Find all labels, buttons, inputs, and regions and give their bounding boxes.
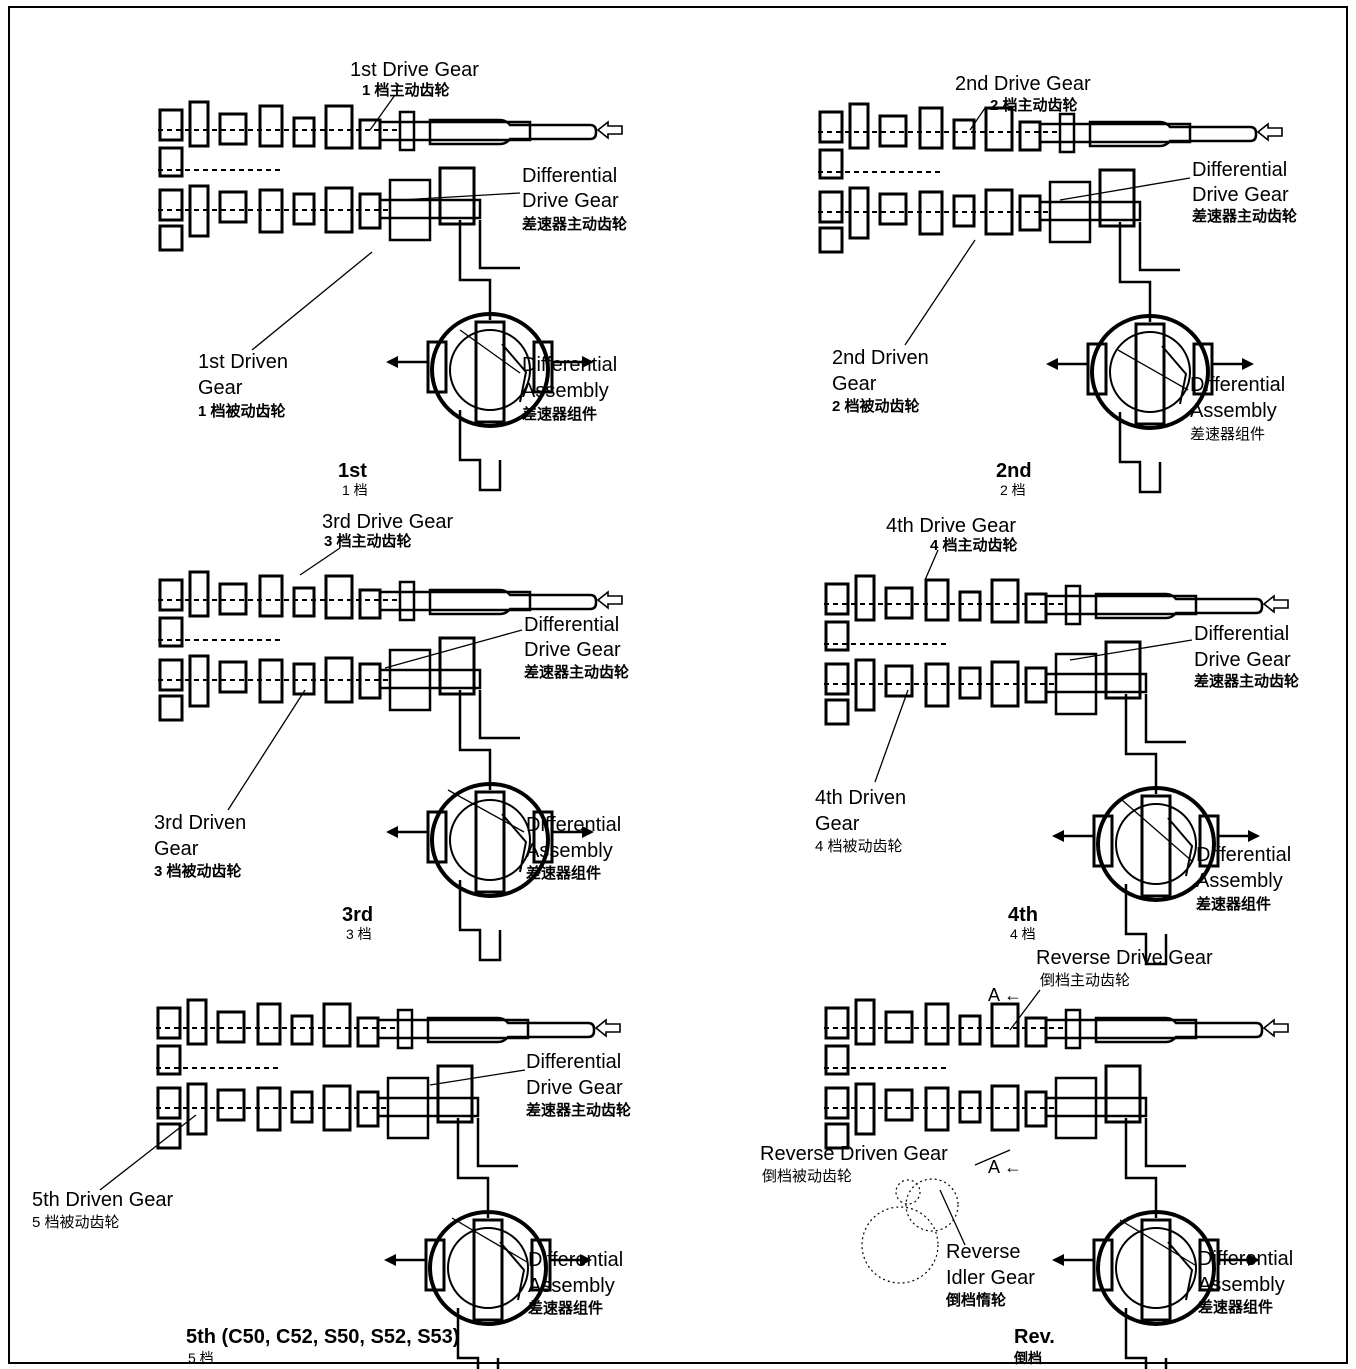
caption-3rd-cn: 3 档 [346,926,372,942]
caption-2nd: 2nd [996,460,1032,482]
caption-4th-cn: 4 档 [1010,926,1036,942]
label-5th-driven-gear-cn: 5 档被动齿轮 [32,1214,120,1231]
label-1st-driven-1: 1st Driven [198,351,289,373]
label-4th-driven-2: Gear [815,813,860,835]
label-1st-drive-gear: 1st Drive Gear [350,59,479,81]
label-reverse-driven-gear-cn: 倒档被动齿轮 [762,1168,853,1185]
label-rev-assy-1: Differential [1198,1248,1294,1270]
label-rev-assy-cn: 差速器组件 [1198,1299,1274,1316]
label-3rd-diff-drive-1: Differential [524,614,620,636]
label-1st-diff-drive-1: Differential [522,165,618,187]
label-3rd-driven-1: 3rd Driven [154,812,247,834]
label-4th-drive-gear: 4th Drive Gear [886,515,1017,537]
label-4th-diff-drive-cn: 差速器主动齿轮 [1194,673,1300,690]
section-mark-a-bottom: A ← [988,1157,1023,1177]
caption-1st: 1st [338,460,367,482]
label-5th-diff-drive-2: Drive Gear [526,1077,623,1099]
label-4th-diff-drive-2: Drive Gear [1194,649,1291,671]
label-1st-driven-cn: 1 档被动齿轮 [198,403,286,420]
label-1st-assy-cn: 差速器组件 [522,406,598,423]
caption-3rd: 3rd [342,904,374,926]
caption-1st-cn: 1 档 [342,482,368,498]
label-3rd-assy-2: Assembly [526,840,613,862]
label-3rd-drive-gear: 3rd Drive Gear [322,511,454,533]
caption-rev: Rev. [1014,1326,1055,1348]
label-4th-assy-2: Assembly [1196,870,1283,892]
label-4th-assy-1: Differential [1196,844,1292,866]
label-3rd-driven-2: Gear [154,838,199,860]
label-reverse-idler-1: Reverse [946,1241,1021,1263]
label-2nd-driven-cn: 2 档被动齿轮 [832,398,920,415]
label-2nd-assy-1: Differential [1190,374,1286,396]
label-reverse-idler-cn: 倒档惰轮 [946,1292,1007,1309]
label-4th-driven-cn: 4 档被动齿轮 [815,838,903,855]
label-1st-driven-2: Gear [198,377,243,399]
label-3rd-assy-cn: 差速器组件 [526,865,602,882]
label-5th-assy-2: Assembly [528,1275,615,1297]
label-2nd-diff-drive-1: Differential [1192,159,1288,181]
section-mark-a-top: A ← [988,985,1023,1005]
label-2nd-diff-drive-cn: 差速器主动齿轮 [1192,208,1298,225]
label-3rd-drive-gear-cn: 3 档主动齿轮 [324,533,412,550]
label-3rd-driven-cn: 3 档被动齿轮 [154,863,242,880]
label-2nd-drive-gear: 2nd Drive Gear [955,73,1091,95]
label-3rd-diff-drive-cn: 差速器主动齿轮 [524,664,630,681]
label-3rd-assy-1: Differential [526,814,622,836]
label-4th-drive-gear-cn: 4 档主动齿轮 [930,537,1018,554]
label-reverse-drive-gear: Reverse Drive Gear [1036,947,1213,969]
label-1st-diff-drive-2: Drive Gear [522,190,619,212]
label-reverse-idler-2: Idler Gear [946,1267,1035,1289]
caption-5th: 5th (C50, C52, S50, S52, S53) [186,1326,460,1348]
label-2nd-drive-gear-cn: 2 档主动齿轮 [990,97,1078,114]
caption-rev-cn: 倒档 [1014,1350,1042,1366]
reverse-idler-gear-outline [861,1178,959,1284]
label-2nd-driven-2: Gear [832,373,877,395]
label-5th-diff-drive-1: Differential [526,1051,622,1073]
label-5th-driven-gear: 5th Driven Gear [32,1189,174,1211]
label-4th-driven-1: 4th Driven [815,787,907,809]
label-1st-drive-gear-cn: 1 档主动齿轮 [362,82,450,99]
label-5th-diff-drive-cn: 差速器主动齿轮 [526,1102,632,1119]
caption-4th: 4th [1008,904,1038,926]
label-reverse-drive-gear-cn: 倒档主动齿轮 [1040,972,1131,989]
panel-1st-drawing [156,100,624,492]
label-reverse-driven-gear: Reverse Driven Gear [760,1143,948,1165]
leader-lines [99,94,1196,1266]
label-5th-assy-1: Differential [528,1249,624,1271]
label-3rd-diff-drive-2: Drive Gear [524,639,621,661]
label-1st-diff-drive-cn: 差速器主动齿轮 [522,216,628,233]
figure-border [8,6,1348,1364]
caption-2nd-cn: 2 档 [1000,482,1026,498]
label-2nd-driven-1: 2nd Driven [832,347,929,369]
label-2nd-assy-cn: 差速器组件 [1190,426,1266,443]
label-1st-assy-2: Assembly [522,380,609,402]
label-4th-assy-cn: 差速器组件 [1196,896,1272,913]
label-2nd-diff-drive-2: Drive Gear [1192,184,1289,206]
label-1st-assy-1: Differential [522,354,618,376]
label-rev-assy-2: Assembly [1198,1274,1285,1296]
caption-5th-cn: 5 档 [188,1350,214,1366]
label-5th-assy-cn: 差速器组件 [528,1300,604,1317]
label-2nd-assy-2: Assembly [1190,400,1277,422]
label-4th-diff-drive-1: Differential [1194,623,1290,645]
